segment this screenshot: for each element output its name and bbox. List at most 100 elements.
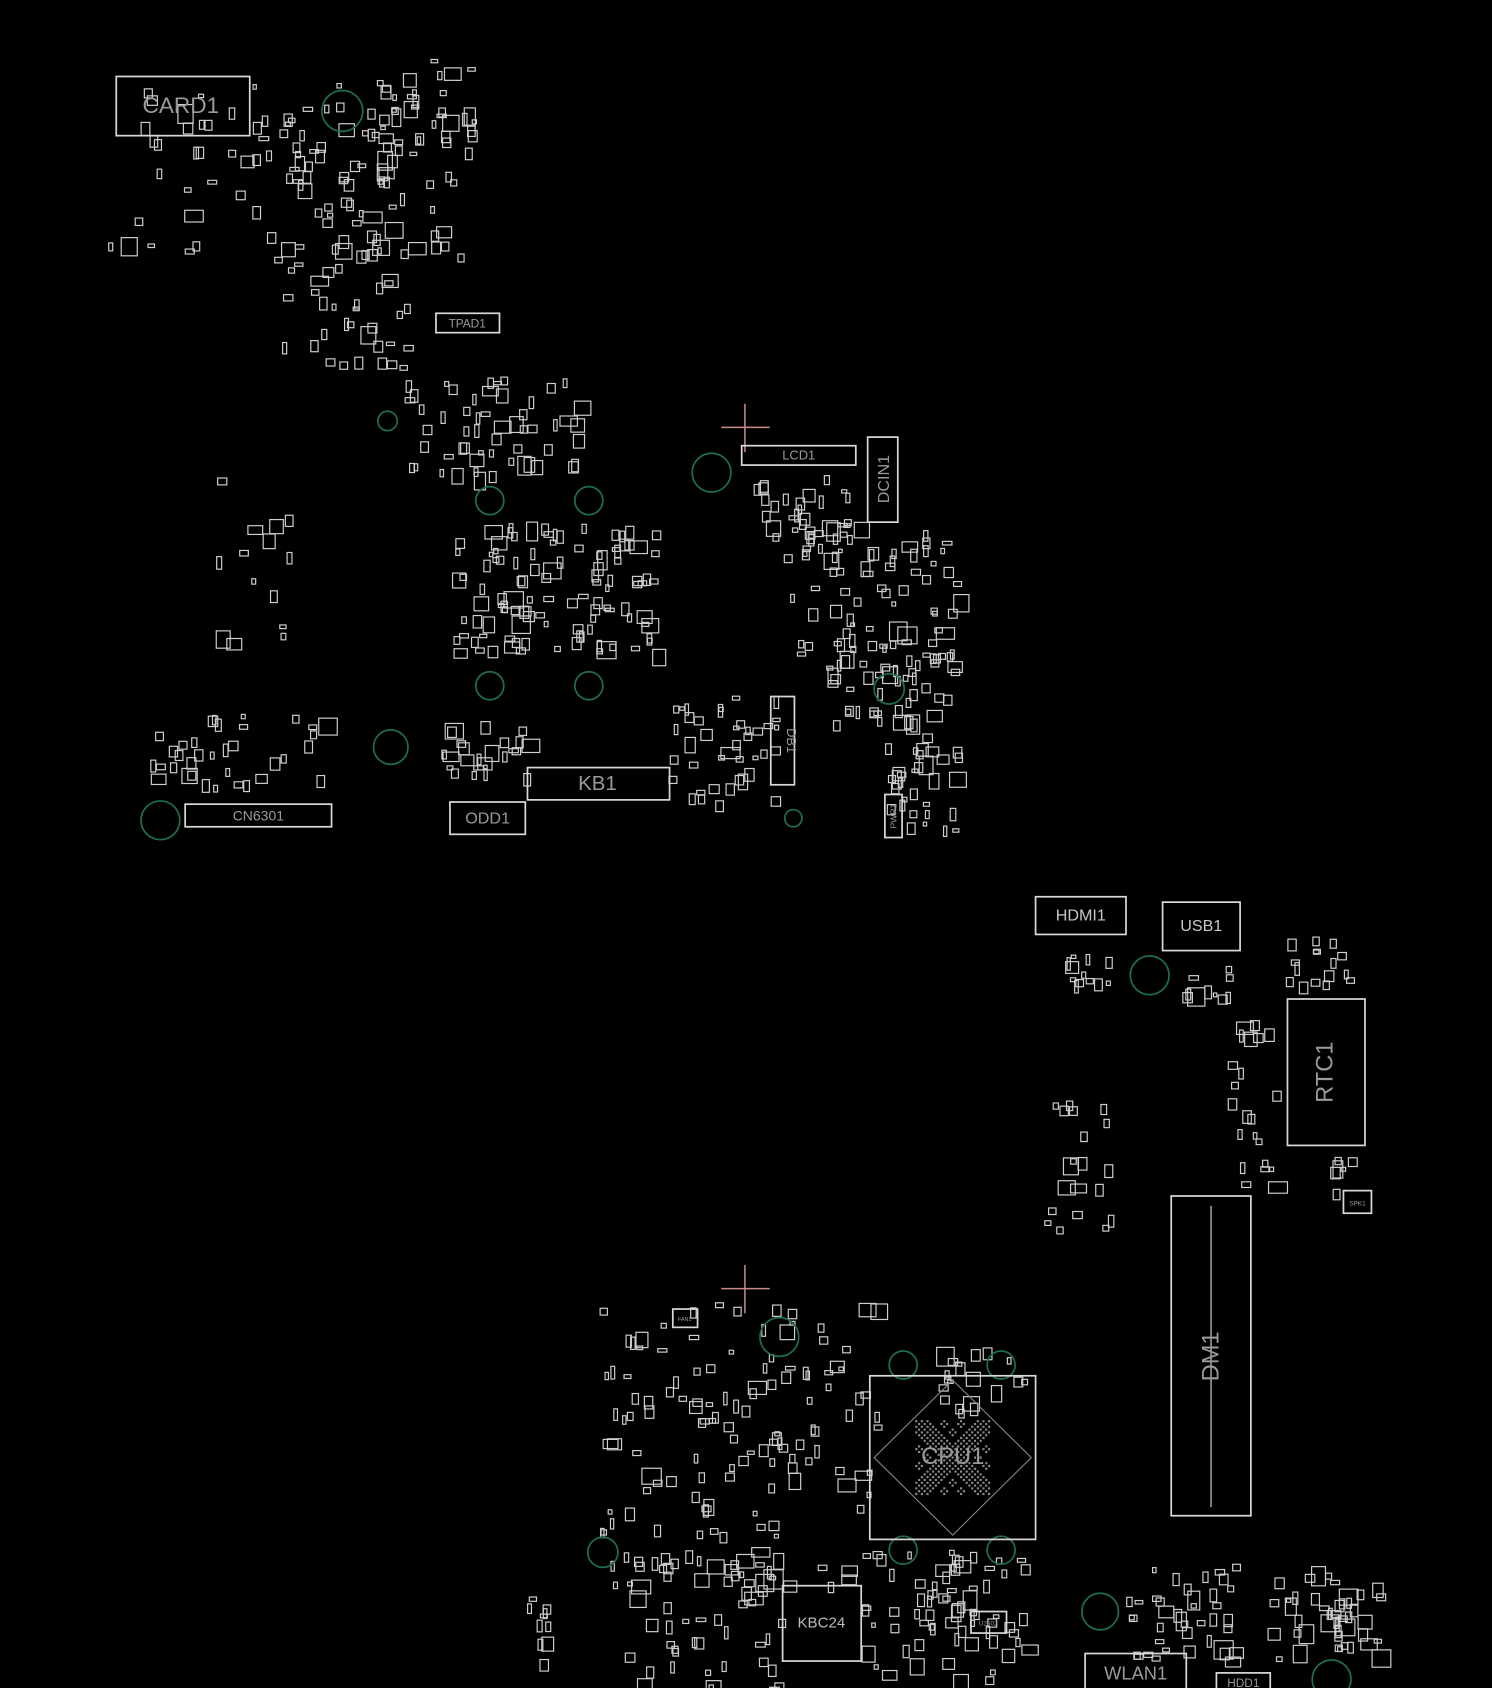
component-lcd1[interactable]: LCD1 — [740, 444, 857, 466]
smd-component — [1346, 1597, 1353, 1609]
smd-component — [324, 203, 333, 212]
smd-component — [578, 631, 585, 643]
smd-component — [905, 714, 921, 735]
bga-ball — [915, 1448, 918, 1451]
smd-component — [891, 770, 902, 790]
component-usb1[interactable]: USB1 — [1161, 901, 1241, 952]
smd-component — [597, 550, 608, 571]
smd-component — [924, 810, 930, 820]
component-card1[interactable]: CARD1 — [115, 75, 251, 137]
smd-component — [765, 1633, 771, 1646]
smd-component — [596, 639, 603, 653]
bga-ball — [962, 1445, 965, 1448]
component-cpu1[interactable]: CPU1 — [868, 1374, 1037, 1541]
mounting-hole — [586, 1536, 619, 1569]
smd-component — [790, 593, 795, 603]
component-kb1[interactable]: KB1 — [526, 766, 671, 801]
bga-ball — [960, 1470, 963, 1473]
smd-component — [619, 530, 626, 543]
component-kbc24[interactable]: KBC24 — [781, 1584, 863, 1662]
bga-ball — [965, 1459, 968, 1462]
smd-component — [1304, 1573, 1316, 1583]
smd-component — [730, 1570, 740, 1582]
smd-component — [732, 739, 741, 751]
smd-component — [697, 794, 706, 805]
component-spk1[interactable]: SPK1 — [1342, 1189, 1373, 1215]
smd-component — [403, 303, 411, 315]
bga-ball — [934, 1462, 937, 1465]
smd-component — [636, 1678, 653, 1688]
smd-component — [354, 356, 364, 370]
smd-component — [325, 358, 336, 367]
smd-component — [635, 1331, 649, 1349]
smd-component — [403, 100, 418, 119]
component-odd1[interactable]: ODD1 — [449, 801, 527, 836]
bga-ball — [946, 1439, 949, 1442]
smd-component — [310, 275, 330, 287]
component-tpad1[interactable]: TPAD1 — [435, 312, 501, 334]
smd-component — [698, 1472, 706, 1484]
bga-ball — [932, 1436, 935, 1440]
smd-component — [1324, 1572, 1333, 1580]
smd-component — [768, 1520, 780, 1532]
smd-component — [120, 237, 138, 257]
bga-ball — [940, 1422, 943, 1426]
bga-ball — [968, 1434, 971, 1437]
bga-ball — [932, 1464, 935, 1468]
component-hdmi1[interactable]: HDMI1 — [1034, 895, 1127, 936]
bga-ball — [976, 1487, 979, 1490]
smd-component — [318, 717, 338, 736]
cpu-bga-grid — [873, 1379, 1033, 1536]
smd-component — [845, 708, 852, 716]
bga-ball — [937, 1442, 940, 1445]
smd-component — [690, 1307, 697, 1319]
smd-component — [444, 380, 450, 387]
bga-ball — [934, 1434, 937, 1437]
smd-component — [853, 597, 862, 607]
smd-component — [1187, 1590, 1201, 1611]
smd-component — [814, 1444, 820, 1459]
smd-component — [927, 639, 938, 648]
component-hdd1[interactable]: HDD1 — [1215, 1672, 1272, 1688]
smd-component — [378, 176, 386, 188]
bga-ball — [946, 1467, 949, 1470]
smd-component — [493, 420, 512, 434]
smd-component — [779, 1324, 796, 1341]
bga-ball — [948, 1464, 951, 1468]
smd-component — [394, 145, 403, 157]
bga-ball — [954, 1442, 957, 1445]
smd-component — [624, 1507, 636, 1522]
smd-component — [412, 94, 420, 109]
smd-component — [593, 597, 603, 610]
smd-component — [930, 1622, 936, 1636]
component-wlan1[interactable]: WLAN1 — [1084, 1652, 1188, 1688]
smd-component — [901, 541, 919, 553]
smd-component — [604, 607, 615, 613]
smd-component — [386, 360, 398, 370]
smd-component — [705, 1680, 722, 1688]
component-dcin1[interactable]: DCIN1 — [866, 436, 899, 523]
bga-ball — [979, 1490, 982, 1493]
smd-component — [1016, 1557, 1027, 1563]
smd-component — [810, 1424, 816, 1436]
component-db1[interactable]: DB1 — [769, 695, 799, 786]
component-rtc1[interactable]: RTC1 — [1286, 998, 1366, 1147]
component-cn6301[interactable]: CN6301 — [184, 803, 333, 828]
smd-component — [269, 590, 278, 604]
component-u2502[interactable]: U2502 — [970, 1610, 1008, 1634]
bga-ball — [954, 1431, 957, 1434]
bga-ball — [982, 1481, 985, 1484]
smd-component — [554, 645, 561, 653]
smd-component — [965, 1371, 981, 1387]
smd-component — [1225, 991, 1232, 1005]
smd-component — [919, 1619, 929, 1627]
component-fan1[interactable]: FAN1 — [671, 1308, 699, 1329]
component-dm1[interactable]: DM1 — [1170, 1195, 1252, 1517]
component-pwr1[interactable]: PWR1 — [884, 793, 903, 839]
smd-component — [1298, 981, 1309, 995]
smd-component — [983, 1579, 990, 1594]
smd-component — [440, 130, 451, 144]
smd-component — [572, 433, 586, 449]
smd-component — [457, 742, 470, 756]
smd-component — [315, 149, 326, 164]
